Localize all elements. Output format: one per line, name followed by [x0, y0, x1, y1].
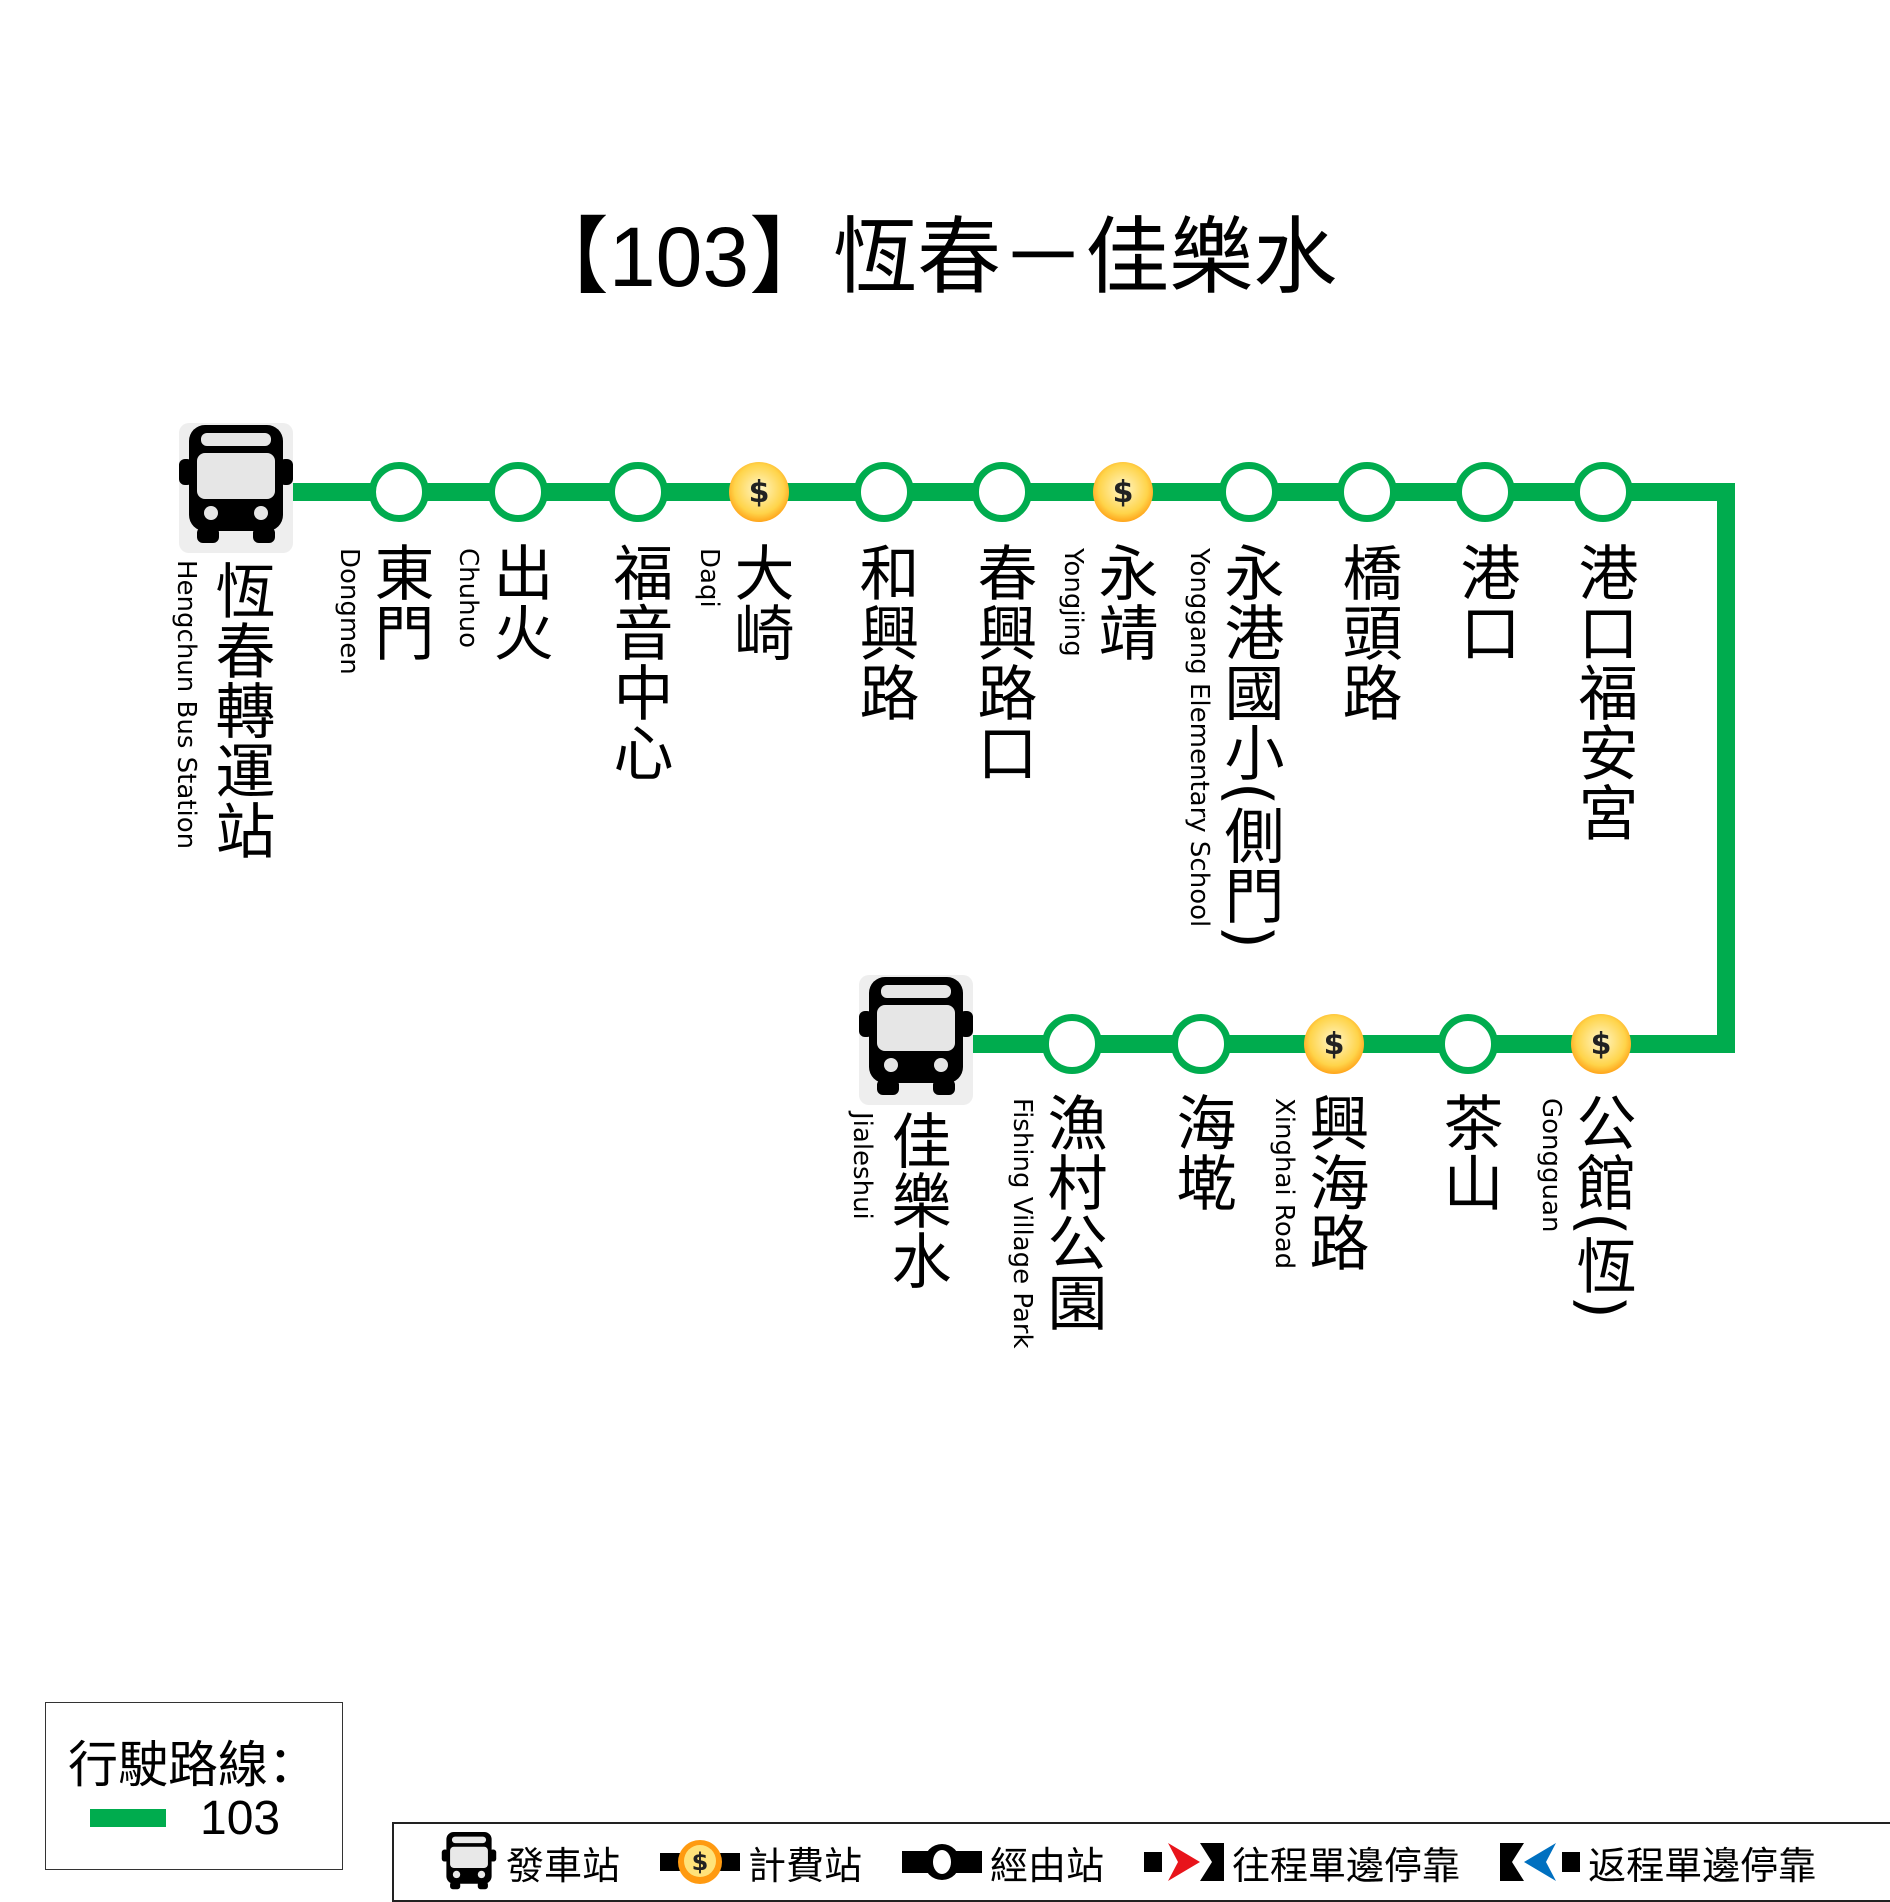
- title-bracket-open: 【: [524, 208, 609, 306]
- stop-name-en: Gongguan: [1536, 1098, 1566, 1233]
- stop-marker: [488, 462, 548, 522]
- stop-name-en: Daqi: [694, 548, 724, 608]
- route-name: 恆春－佳樂水: [833, 208, 1338, 306]
- stop-name-zh: 海墘: [1166, 1092, 1236, 1212]
- legend-fee: $ 計費站: [660, 1835, 862, 1890]
- stop-name-zh: 港口福安宮: [1568, 542, 1638, 842]
- route-number: 103: [608, 210, 750, 304]
- stop-name-zh: 公館(恆): [1566, 1092, 1636, 1319]
- fee-stop-marker: $: [1571, 1014, 1631, 1074]
- legend-outbound: 往程單邊停靠: [1144, 1835, 1460, 1890]
- stop-marker: [972, 462, 1032, 522]
- bus-icon: [857, 975, 975, 1105]
- dollar-icon: $: [1590, 1026, 1612, 1062]
- stop-name-zh: 茶山: [1433, 1092, 1503, 1212]
- stop-name-en: Chuhuo: [453, 548, 483, 648]
- legend-return: 返程單邊停靠: [1500, 1835, 1816, 1890]
- stop-name-zh: 興海路: [1299, 1092, 1369, 1272]
- stop-name-zh: 永靖: [1088, 542, 1158, 662]
- dollar-icon: $: [1323, 1026, 1345, 1062]
- stop-marker: [1171, 1014, 1231, 1074]
- route-legend-number: 103: [200, 1792, 281, 1845]
- stop-marker: [1455, 462, 1515, 522]
- legend-via: 經由站: [902, 1835, 1104, 1890]
- dollar-icon: $: [1112, 474, 1134, 510]
- stop-name-en: Dongmen: [334, 548, 364, 675]
- legend-depart: 發車站: [440, 1832, 620, 1892]
- fee-stop-marker: $: [1304, 1014, 1364, 1074]
- title-bracket-close: 】: [749, 208, 834, 306]
- fee-stop-marker: $: [729, 462, 789, 522]
- stop-name-en: Yongjing: [1058, 548, 1088, 657]
- stop-name-zh: 永港國小(側門): [1214, 542, 1284, 949]
- stop-marker: [1573, 462, 1633, 522]
- bus-icon: [441, 1832, 497, 1890]
- stop-name-zh: 福音中心: [603, 542, 673, 782]
- stop-marker: [608, 462, 668, 522]
- stop-name-zh: 港口: [1450, 542, 1520, 662]
- dollar-icon: $: [748, 474, 770, 510]
- route-line-vertical: [1717, 483, 1735, 1053]
- stop-marker: [1438, 1014, 1498, 1074]
- stop-name-zh: 漁村公園: [1037, 1092, 1107, 1332]
- stop-name-zh: 橋頭路: [1332, 542, 1402, 722]
- fee-stop-marker: $: [1093, 462, 1153, 522]
- svg-text:$: $: [692, 1848, 709, 1876]
- stop-name-en: Yonggang Elementary School: [1184, 548, 1214, 928]
- stop-marker: [1337, 462, 1397, 522]
- legend-return-label: 返程單邊停靠: [1588, 1843, 1817, 1888]
- legend-depart-label: 發車站: [506, 1843, 621, 1888]
- stop-name-zh: 東門: [364, 542, 434, 662]
- symbol-legend: 發車站 $ 計費站 經由站 往程單邊停靠 返程單邊停靠: [392, 1822, 1890, 1902]
- terminal-name-zh: 佳樂水: [881, 1110, 951, 1290]
- return-arrow-icon: [1500, 1843, 1581, 1881]
- via-stop-icon: [902, 1844, 983, 1880]
- bus-icon: [177, 423, 295, 553]
- terminal-name-en: Jialeshui: [847, 1112, 877, 1220]
- stop-name-zh: 出火: [483, 542, 553, 662]
- route-legend-label: 行駛路線：: [68, 1736, 318, 1794]
- outbound-arrow-icon: [1144, 1843, 1225, 1881]
- fee-stop-icon: $: [660, 1840, 741, 1884]
- origin-name-en: Hengchun Bus Station: [171, 560, 201, 850]
- stop-name-en: Fishing Village Park: [1007, 1098, 1037, 1349]
- legend-fee-label: 計費站: [748, 1843, 863, 1888]
- legend-outbound-label: 往程單邊停靠: [1232, 1843, 1461, 1888]
- stop-marker: [369, 462, 429, 522]
- route-color-swatch: [90, 1809, 166, 1827]
- stop-name-zh: 大崎: [724, 542, 794, 662]
- stop-marker: [1219, 462, 1279, 522]
- stop-name-zh: 春興路口: [967, 542, 1037, 782]
- stop-name-zh: 和興路: [849, 542, 919, 722]
- stop-marker: [854, 462, 914, 522]
- stop-marker: [1042, 1014, 1102, 1074]
- legend-via-label: 經由站: [990, 1843, 1105, 1888]
- stop-name-en: Xinghai Road: [1269, 1098, 1299, 1270]
- page-title: 【103】恆春－佳樂水: [0, 190, 1862, 311]
- route-legend: 行駛路線： 103: [45, 1702, 343, 1870]
- origin-name-zh: 恆春轉運站: [205, 560, 275, 860]
